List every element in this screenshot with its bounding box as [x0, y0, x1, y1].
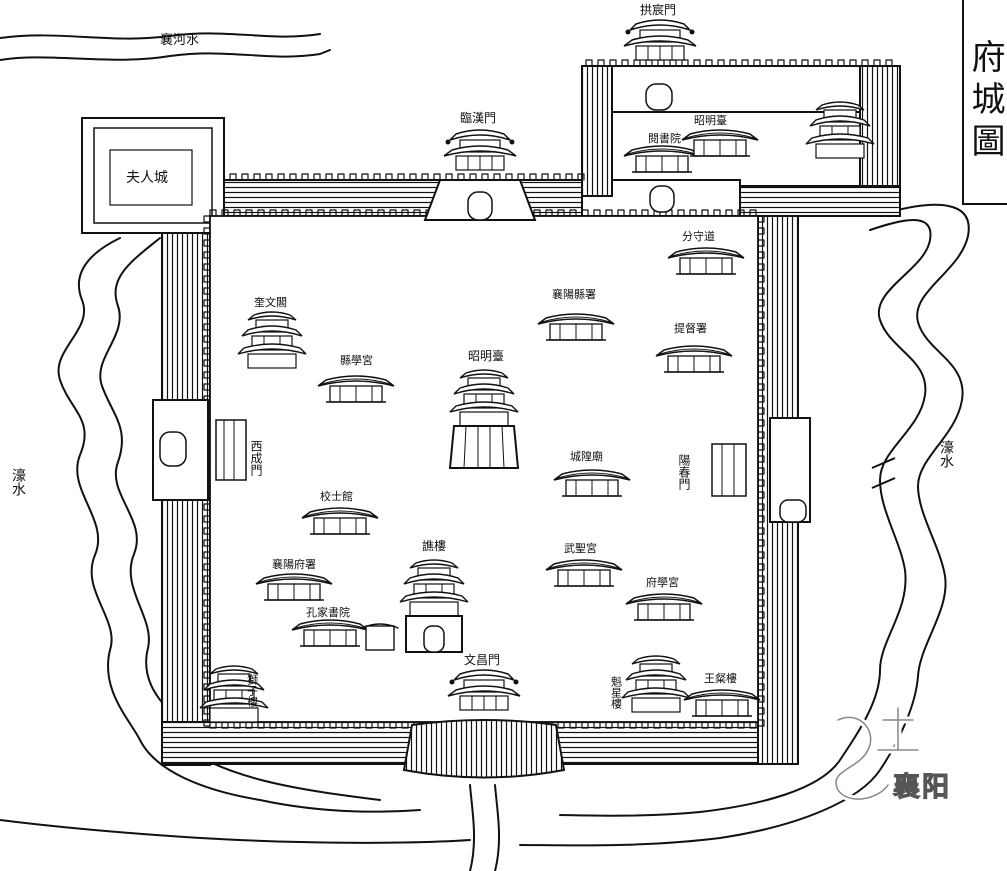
- west-pavilion-label: 獅子樓: [246, 673, 259, 708]
- west-gate-label: 西成門: [249, 440, 263, 476]
- west-moat-label: 濠水: [10, 467, 26, 496]
- small-shrine: [361, 623, 399, 651]
- du-office: 提督署: [655, 321, 733, 373]
- fen-shou-office: 分守道: [667, 229, 745, 275]
- map-title: 府城圖: [965, 38, 1005, 165]
- north-gate-label: 臨漢門: [460, 111, 496, 125]
- northeast-office-label: 昭明臺: [694, 113, 727, 127]
- logo-text: 襄阳: [893, 772, 951, 804]
- north-gate-2-label: 閱書院: [648, 131, 681, 145]
- east-gate: 陽春門: [677, 417, 811, 523]
- han-river: 襄河水: [0, 32, 331, 61]
- drum-tower-label: 譙樓: [422, 538, 446, 553]
- kong-academy-label: 孔家書院: [306, 605, 350, 619]
- prefecture-school-label: 府學宮: [646, 575, 679, 589]
- city-god-temple: 城隍廟: [553, 449, 631, 497]
- northeast-gate: 拱宸門: [623, 2, 697, 61]
- north-gate-2-arch: [649, 185, 675, 213]
- south-gate: 文昌門: [402, 652, 566, 779]
- east-moat: 濠水: [519, 203, 970, 847]
- northeast-gate-arch: [645, 83, 673, 111]
- military-temple: 武聖宮: [545, 541, 623, 587]
- drum-tower: 譙樓: [399, 538, 469, 653]
- wen-chang-pavilion-label: 奎文閣: [254, 295, 287, 309]
- xiang-yang-office-label: 襄陽縣署: [552, 287, 596, 301]
- military-temple-label: 武聖宮: [564, 541, 597, 555]
- wang-temple: 王粲樓: [683, 671, 761, 717]
- xiang-yang-office: 襄陽縣署: [537, 287, 615, 341]
- central-tower: 昭明臺: [448, 348, 520, 469]
- central-tower-label: 昭明臺: [468, 348, 504, 363]
- east-moat-label: 濠水: [938, 439, 954, 468]
- east-gate-label: 陽春門: [677, 454, 691, 490]
- northeast-gate-label: 拱宸門: [640, 2, 676, 17]
- west-moat: 濠水: [10, 237, 421, 813]
- fu-ren-cheng-label: 夫人城: [126, 170, 168, 186]
- north-gate-2: 閱書院: [623, 131, 701, 173]
- northeast-office: 昭明臺: [681, 113, 759, 157]
- wang-temple-label: 王粲樓: [704, 671, 737, 685]
- west-gate: 西成門: [152, 399, 263, 501]
- south-gate-label: 文昌門: [464, 652, 500, 667]
- prefecture-office: 襄陽府署: [255, 557, 333, 601]
- kong-academy: 孔家書院: [291, 605, 369, 647]
- north-gate: 臨漢門: [423, 111, 537, 221]
- school-hall: 校士館: [301, 489, 379, 535]
- county-school-label: 縣學宮: [340, 353, 373, 367]
- prefecture-office-label: 襄陽府署: [272, 557, 316, 571]
- kui-tower-label: 魁星樓: [610, 675, 623, 710]
- fen-shou-office-label: 分守道: [682, 229, 715, 243]
- west-pavilion: 獅子樓: [199, 665, 269, 723]
- prefecture-school: 府學宮: [625, 575, 703, 621]
- kui-tower: 魁星樓: [610, 655, 691, 713]
- wen-chang-pavilion: 奎文閣: [237, 295, 307, 369]
- city-god-temple-label: 城隍廟: [570, 449, 603, 463]
- du-office-label: 提督署: [674, 321, 707, 335]
- map-title-box: 府城圖: [962, 0, 1007, 205]
- county-school: 縣學宮: [317, 353, 395, 403]
- school-hall-label: 校士館: [320, 489, 353, 503]
- han-river-label: 襄河水: [160, 32, 199, 48]
- watermark-logo: [832, 704, 922, 803]
